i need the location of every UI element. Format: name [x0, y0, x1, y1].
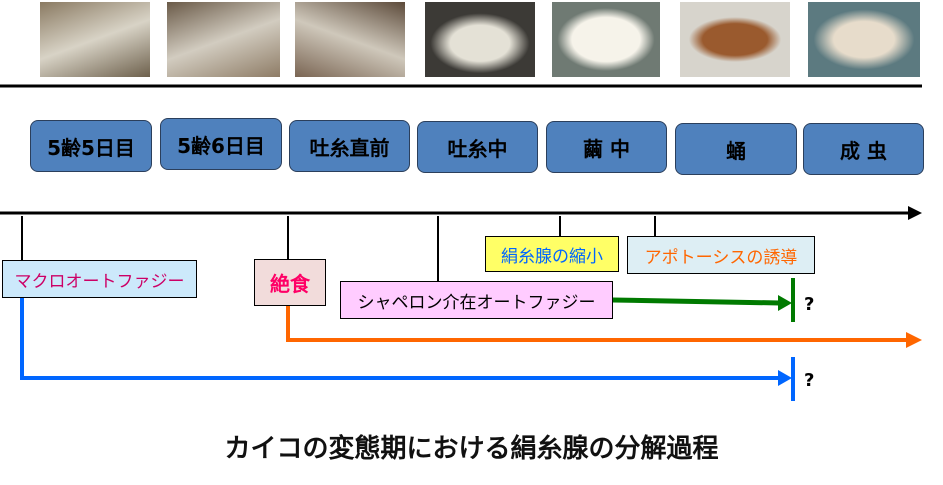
diagram-title: カイコの変態期における絹糸腺の分解過程: [224, 434, 719, 464]
stage-in-cocoon: 繭 中: [546, 121, 667, 173]
stage-5th-instar-day5: 5齢5日目: [30, 120, 152, 172]
silk-gland-shrink-label: 絹糸腺の縮小: [485, 236, 619, 272]
timeline-arrowhead: [908, 206, 922, 220]
fasting-label: 絶食: [254, 259, 326, 306]
photo-spinning-cocoon: [425, 2, 535, 77]
stage-spinning: 吐糸中: [417, 121, 538, 173]
stage-5th-instar-day6: 5齢6日目: [160, 118, 282, 170]
stage-pupa: 蛹: [675, 123, 797, 175]
fasting-arrow: [286, 306, 908, 342]
macro-arrowhead: [778, 370, 792, 386]
chaperone-arrowhead: [778, 295, 792, 311]
photo-pupa: [680, 2, 790, 77]
chaperone-unknown-marker: ?: [804, 294, 815, 315]
chaperone-autophagy-label: シャペロン介在オートファジー: [340, 281, 613, 319]
macro-arrow: [20, 298, 780, 380]
photo-larva-day5: [40, 2, 150, 77]
macro-unknown-marker: ?: [804, 370, 815, 391]
macroautophagy-label: マクロオートファジー: [2, 260, 197, 298]
photo-larva-before-spinning: [295, 2, 405, 77]
stage-adult: 成 虫: [803, 123, 924, 175]
stage-before-spinning: 吐糸直前: [289, 120, 410, 172]
apoptosis-label: アポトーシスの誘導: [627, 236, 815, 274]
photo-larva-day6: [167, 2, 280, 77]
fasting-arrowhead: [906, 332, 922, 348]
photo-adult-moth: [808, 2, 920, 77]
photo-cocoon: [552, 2, 660, 77]
chaperone-arrow: [612, 297, 781, 306]
